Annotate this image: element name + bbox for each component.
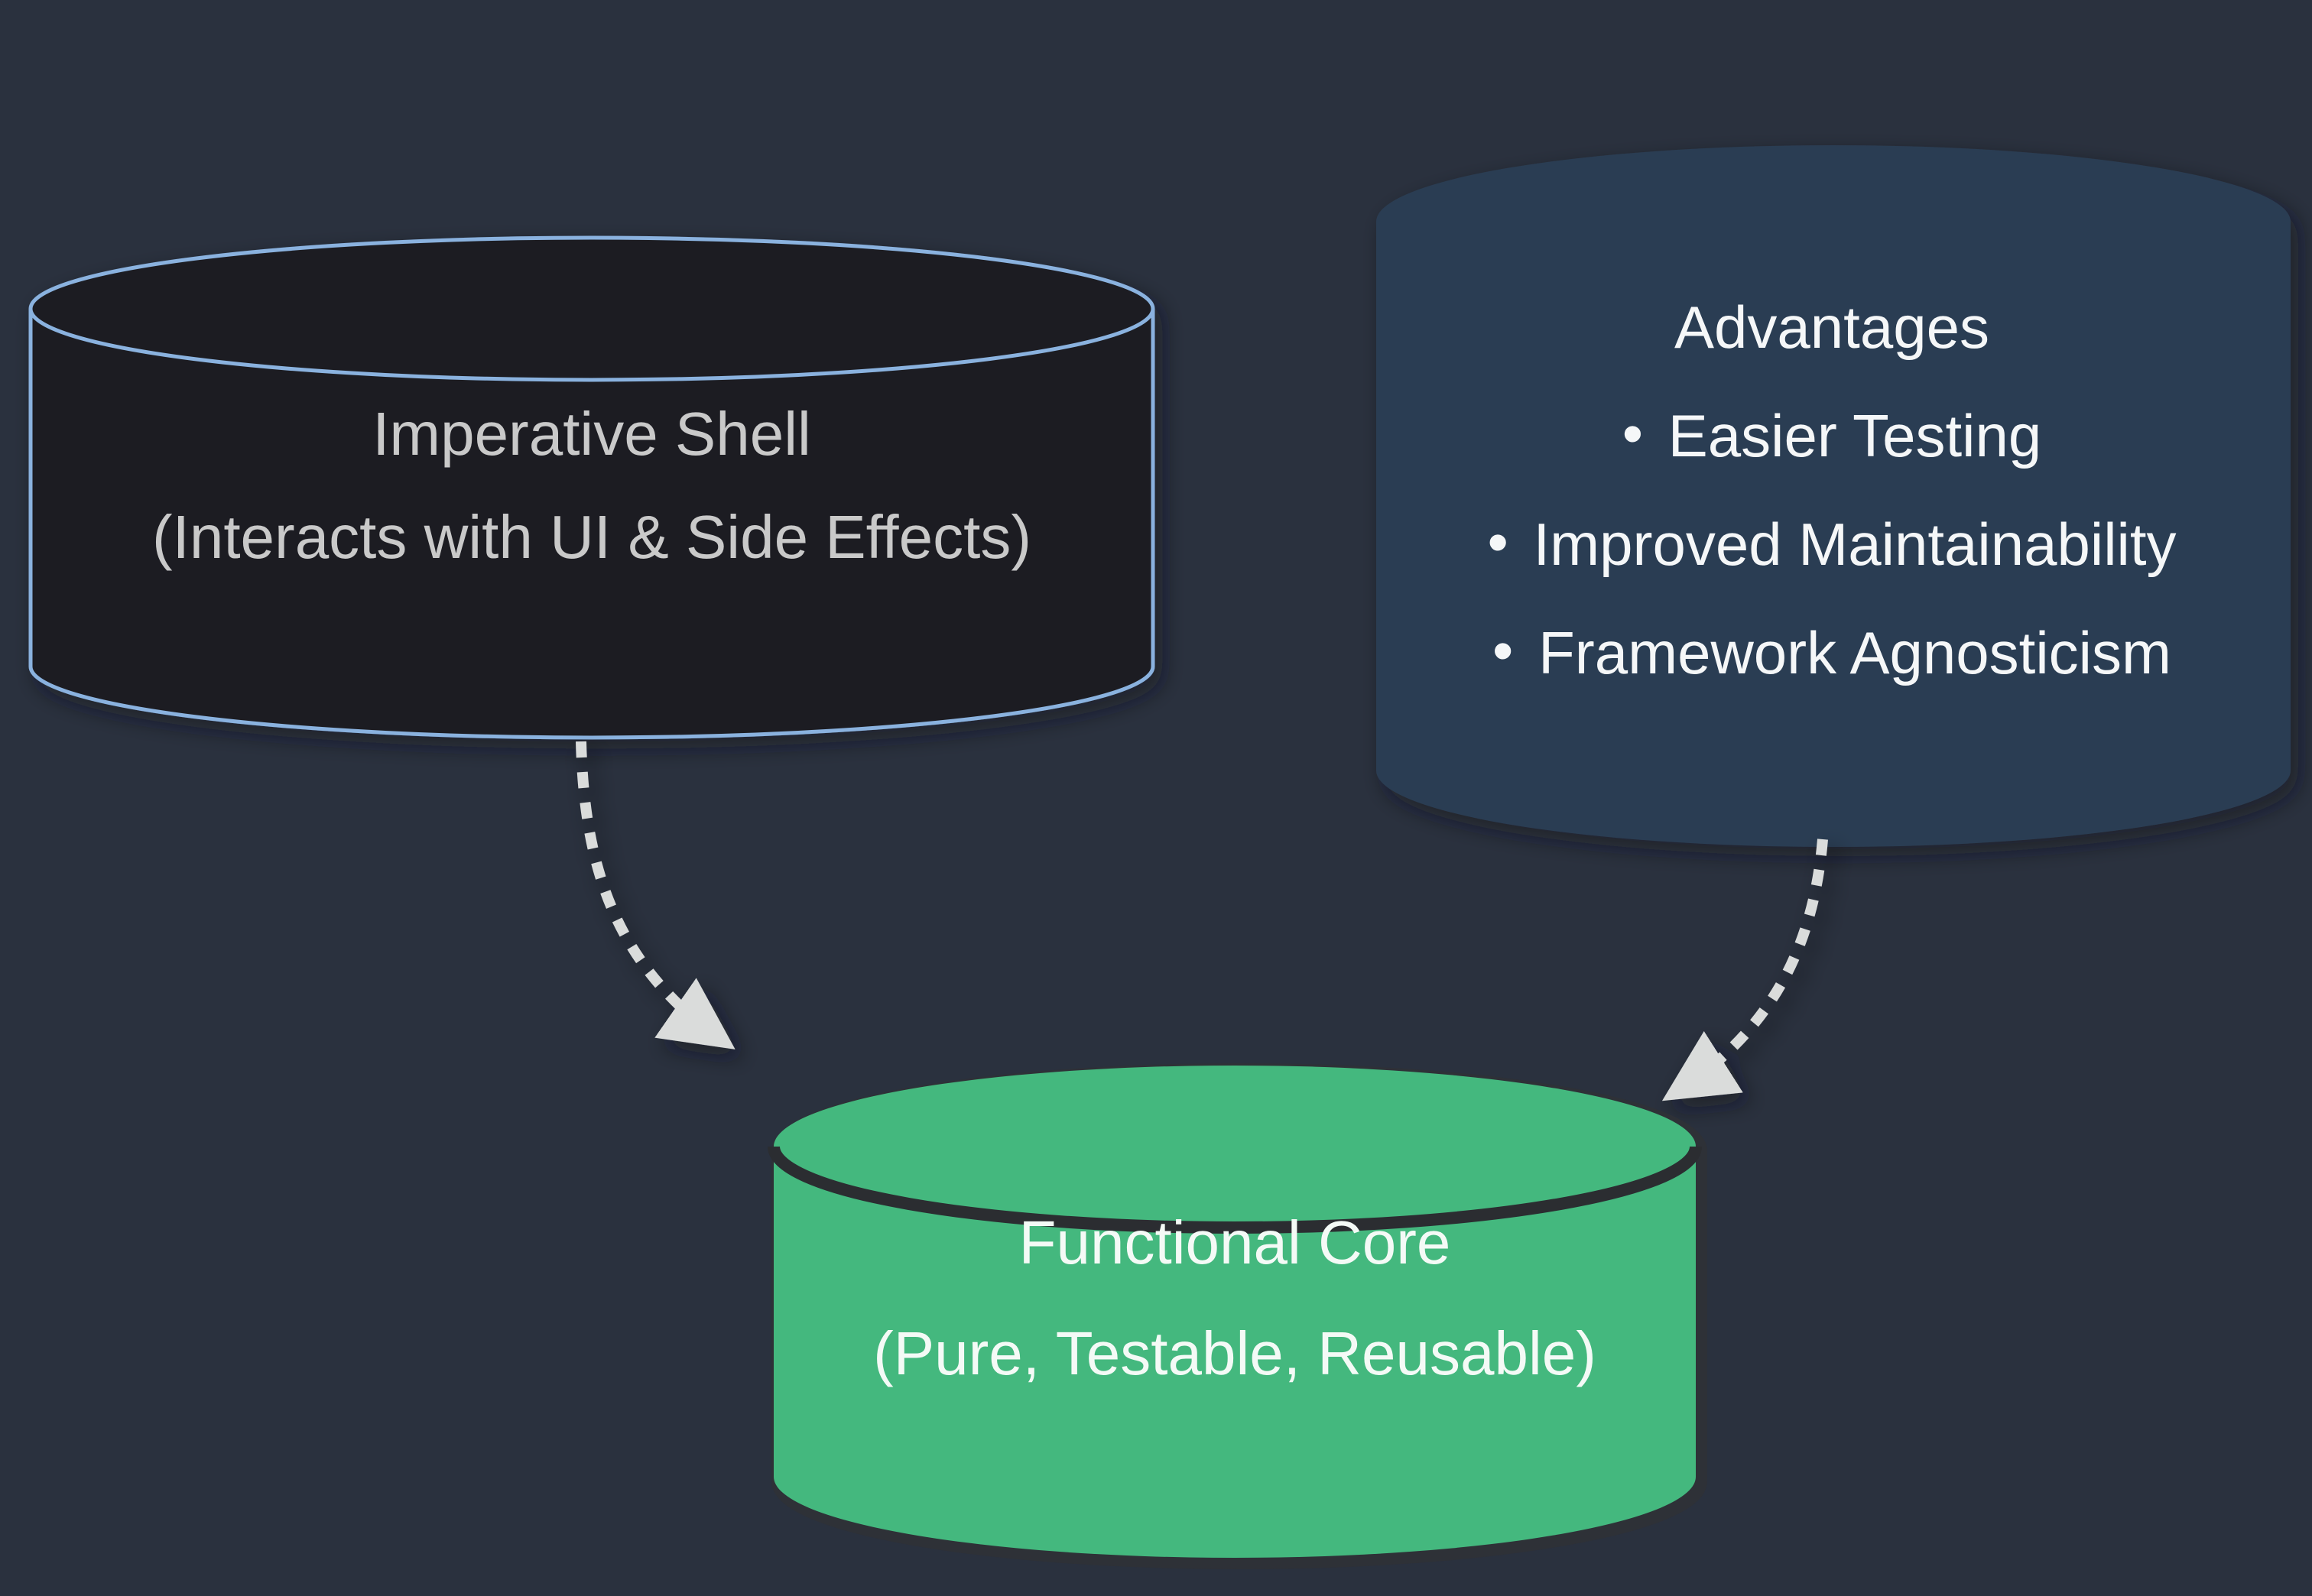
- imperative-shell-body: [28, 235, 1155, 740]
- advantages-body: [1376, 145, 2291, 847]
- functional-core-cylinder: [768, 1063, 1707, 1569]
- imperative-shell-cylinder: [28, 235, 1155, 740]
- functional-core-rim-arc: [768, 1146, 1702, 1234]
- advantages-cylinder: [1376, 145, 2291, 847]
- functional-core-body: [774, 1066, 1696, 1558]
- connectors: [576, 741, 1828, 1101]
- arrow-advantages-to-core: [1661, 839, 1828, 1101]
- imperative-shell-rim-arc: [28, 308, 1155, 382]
